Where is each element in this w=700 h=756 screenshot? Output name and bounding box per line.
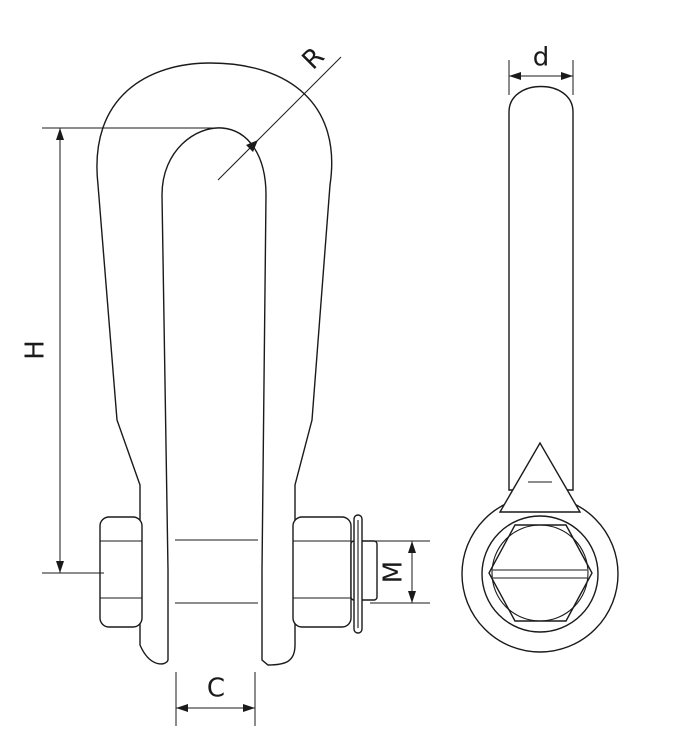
cotter-pin: [353, 514, 363, 634]
pin-end-circle: [491, 524, 589, 622]
label-c: C: [207, 674, 225, 704]
front-view: [96, 62, 378, 666]
label-d: d: [533, 43, 550, 73]
bolt-head: [99, 516, 143, 628]
pin-hex-end: [488, 524, 593, 622]
label-r: R: [297, 42, 331, 76]
dimension-d: [508, 60, 574, 95]
pin-shaft: [175, 539, 258, 604]
dimension-c: [175, 672, 256, 726]
dimension-h: [42, 127, 214, 574]
dimension-r: [217, 56, 342, 181]
hex-nut: [292, 516, 352, 628]
side-bar: [508, 85, 574, 491]
dimension-m: [370, 540, 430, 604]
label-h: H: [21, 340, 51, 360]
label-m: M: [379, 561, 409, 583]
side-web: [498, 441, 582, 513]
shackle-body-outer: [96, 62, 333, 666]
side-view: [461, 85, 619, 653]
